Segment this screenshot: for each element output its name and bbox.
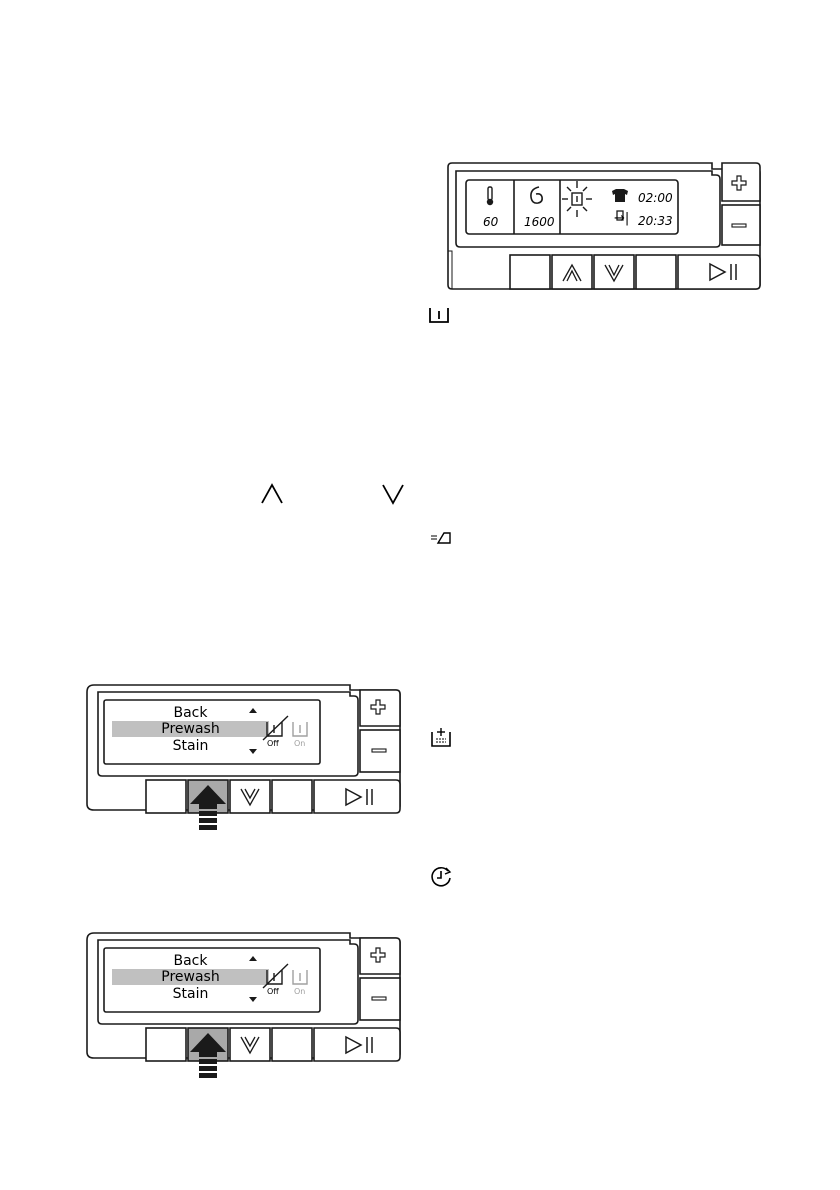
plus-icon (370, 947, 386, 963)
press-arrow-icon (190, 785, 226, 830)
top-control-panel: 60 1600 02:00 →| 20:33 (440, 155, 765, 295)
button-blank-1[interactable] (509, 254, 551, 290)
plus-button[interactable] (359, 689, 401, 727)
down-chevron-icon (240, 1036, 260, 1055)
play-icon (345, 787, 363, 807)
thermometer-icon (486, 186, 494, 206)
down-button[interactable] (229, 779, 271, 814)
delay-start-icon (430, 866, 454, 888)
minus-button[interactable] (359, 977, 401, 1021)
minus-icon (731, 223, 747, 228)
scroll-up-icon (249, 708, 257, 713)
down-button[interactable] (593, 254, 635, 290)
minus-icon (371, 996, 387, 1001)
menu-item-stain: Stain (172, 738, 209, 754)
button-blank-1[interactable] (145, 1027, 187, 1062)
start-pause-button[interactable] (313, 779, 401, 814)
button-blank-2[interactable] (271, 779, 313, 814)
prewash-off-icon (262, 963, 289, 989)
scroll-up-icon (249, 956, 257, 961)
easy-iron-icon (430, 530, 454, 546)
up-chevron-icon (260, 483, 284, 505)
down-chevron-icon (381, 483, 405, 505)
button-blank-2[interactable] (635, 254, 677, 290)
press-arrow-icon (190, 1033, 226, 1078)
prewash-on-icon (292, 970, 308, 985)
menu-item-stain: Stain (172, 986, 209, 1002)
prewash-icon (428, 306, 450, 326)
plus-button[interactable] (721, 162, 761, 202)
up-chevron-icon (562, 263, 582, 282)
off-label: Off (267, 739, 279, 748)
start-pause-button[interactable] (313, 1027, 401, 1062)
button-blank-2[interactable] (271, 1027, 313, 1062)
minus-icon (371, 748, 387, 753)
button-blank-1[interactable] (145, 779, 187, 814)
duration-value: 02:00 (638, 191, 673, 205)
minus-button[interactable] (721, 204, 761, 246)
end-arrow: →| (614, 211, 630, 226)
selected-row-highlight (112, 969, 269, 985)
plus-icon (370, 699, 386, 715)
stain-icon (430, 726, 452, 748)
selected-row-highlight (112, 721, 269, 737)
end-time-icon (616, 210, 624, 221)
menu-item-back: Back (173, 705, 208, 721)
down-button[interactable] (229, 1027, 271, 1062)
scroll-down-icon (249, 749, 257, 754)
end-time-value: 20:33 (638, 214, 673, 228)
spin-value: 1600 (524, 215, 555, 229)
off-label: Off (267, 987, 279, 996)
menu-item-prewash: Prewash (161, 721, 220, 737)
prewash-off-icon (262, 715, 289, 741)
scroll-down-icon (249, 997, 257, 1002)
plus-button[interactable] (359, 937, 401, 975)
menu-item-back: Back (173, 953, 208, 969)
down-chevron-icon (240, 788, 260, 807)
program-time-icon (612, 189, 628, 202)
menu-item-prewash: Prewash (161, 969, 220, 985)
on-label: On (294, 987, 306, 996)
menu-panel-2: Back Prewash Stain Off On (82, 928, 402, 1083)
plus-icon (731, 175, 747, 191)
down-chevron-icon (604, 264, 624, 283)
on-label: On (294, 739, 306, 748)
temperature-value: 60 (483, 215, 499, 229)
prewash-on-icon (292, 722, 308, 737)
play-icon (345, 1035, 363, 1055)
spin-icon (530, 186, 543, 204)
minus-button[interactable] (359, 729, 401, 773)
prewash-blink-icon (562, 181, 592, 217)
menu-panel-1: Back Prewash Stain Off On (82, 680, 402, 835)
start-pause-button[interactable] (677, 254, 761, 290)
play-icon (709, 262, 727, 282)
